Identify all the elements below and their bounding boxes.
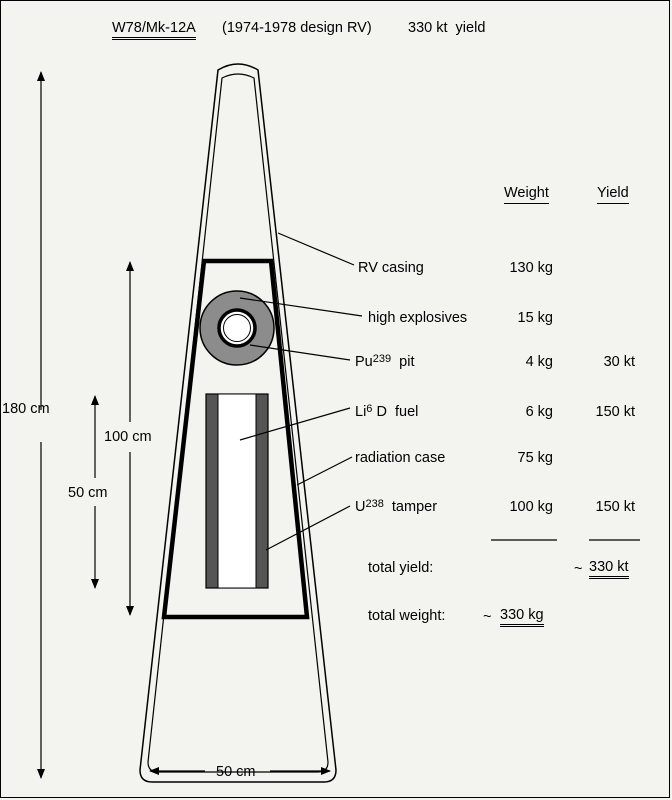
total-yield-value: 330 kt <box>589 558 629 579</box>
total-weight-approx: ~ <box>483 609 492 625</box>
rv-casing-outer <box>139 63 337 783</box>
component-name-high-explosives: high explosives <box>368 310 468 326</box>
radiation-case <box>161 258 310 620</box>
component-weight-fuel: 6 kg <box>525 404 553 420</box>
total-weight-label: total weight: <box>368 608 446 624</box>
component-weight-pit: 4 kg <box>525 354 553 370</box>
component-name-tamper: U238 tamper <box>355 498 438 515</box>
leader-rv-casing <box>277 232 355 266</box>
component-yield-pit: 30 kt <box>603 354 635 370</box>
total-weight-value: 330 kg <box>500 606 544 627</box>
component-name-fuel: Li6 D fuel <box>355 403 419 420</box>
total-yield-label: total yield: <box>368 560 434 576</box>
title-name: W78/Mk-12A <box>112 19 196 40</box>
component-weight-tamper: 100 kg <box>509 499 553 515</box>
component-yield-tamper: 150 kt <box>595 499 636 515</box>
column-header-weight: Weight <box>504 184 549 204</box>
pit-sphere <box>217 308 257 348</box>
component-name-rv-casing: RV casing <box>358 260 424 276</box>
component-weight-high-explosives: 15 kg <box>517 310 553 326</box>
leader-tamper <box>265 505 351 551</box>
component-name-radiation-case: radiation case <box>355 450 446 466</box>
fuel-core <box>217 393 257 589</box>
component-name-pit: Pu239 pit <box>355 353 415 370</box>
dim-label-100: 100 cm <box>104 429 152 445</box>
leader-radiation-case <box>296 456 353 486</box>
component-weight-rv-casing: 130 kg <box>509 260 553 276</box>
pit-inner-shell <box>223 314 251 342</box>
dim-label-180: 180 cm <box>2 401 50 417</box>
leader-high-explosives <box>239 297 363 317</box>
component-weight-radiation-case: 75 kg <box>517 450 553 466</box>
component-yield-fuel: 150 kt <box>595 404 636 420</box>
dim-label-base: 50 cm <box>216 764 256 780</box>
total-yield-approx: ~ <box>574 561 583 577</box>
dim-label-50-vertical: 50 cm <box>68 485 108 501</box>
title-yield: 330 kt yield <box>408 20 486 36</box>
column-header-yield: Yield <box>597 184 629 204</box>
title-design: (1974-1978 design RV) <box>222 20 372 36</box>
leader-fuel <box>239 407 351 441</box>
leader-pit <box>249 344 351 361</box>
